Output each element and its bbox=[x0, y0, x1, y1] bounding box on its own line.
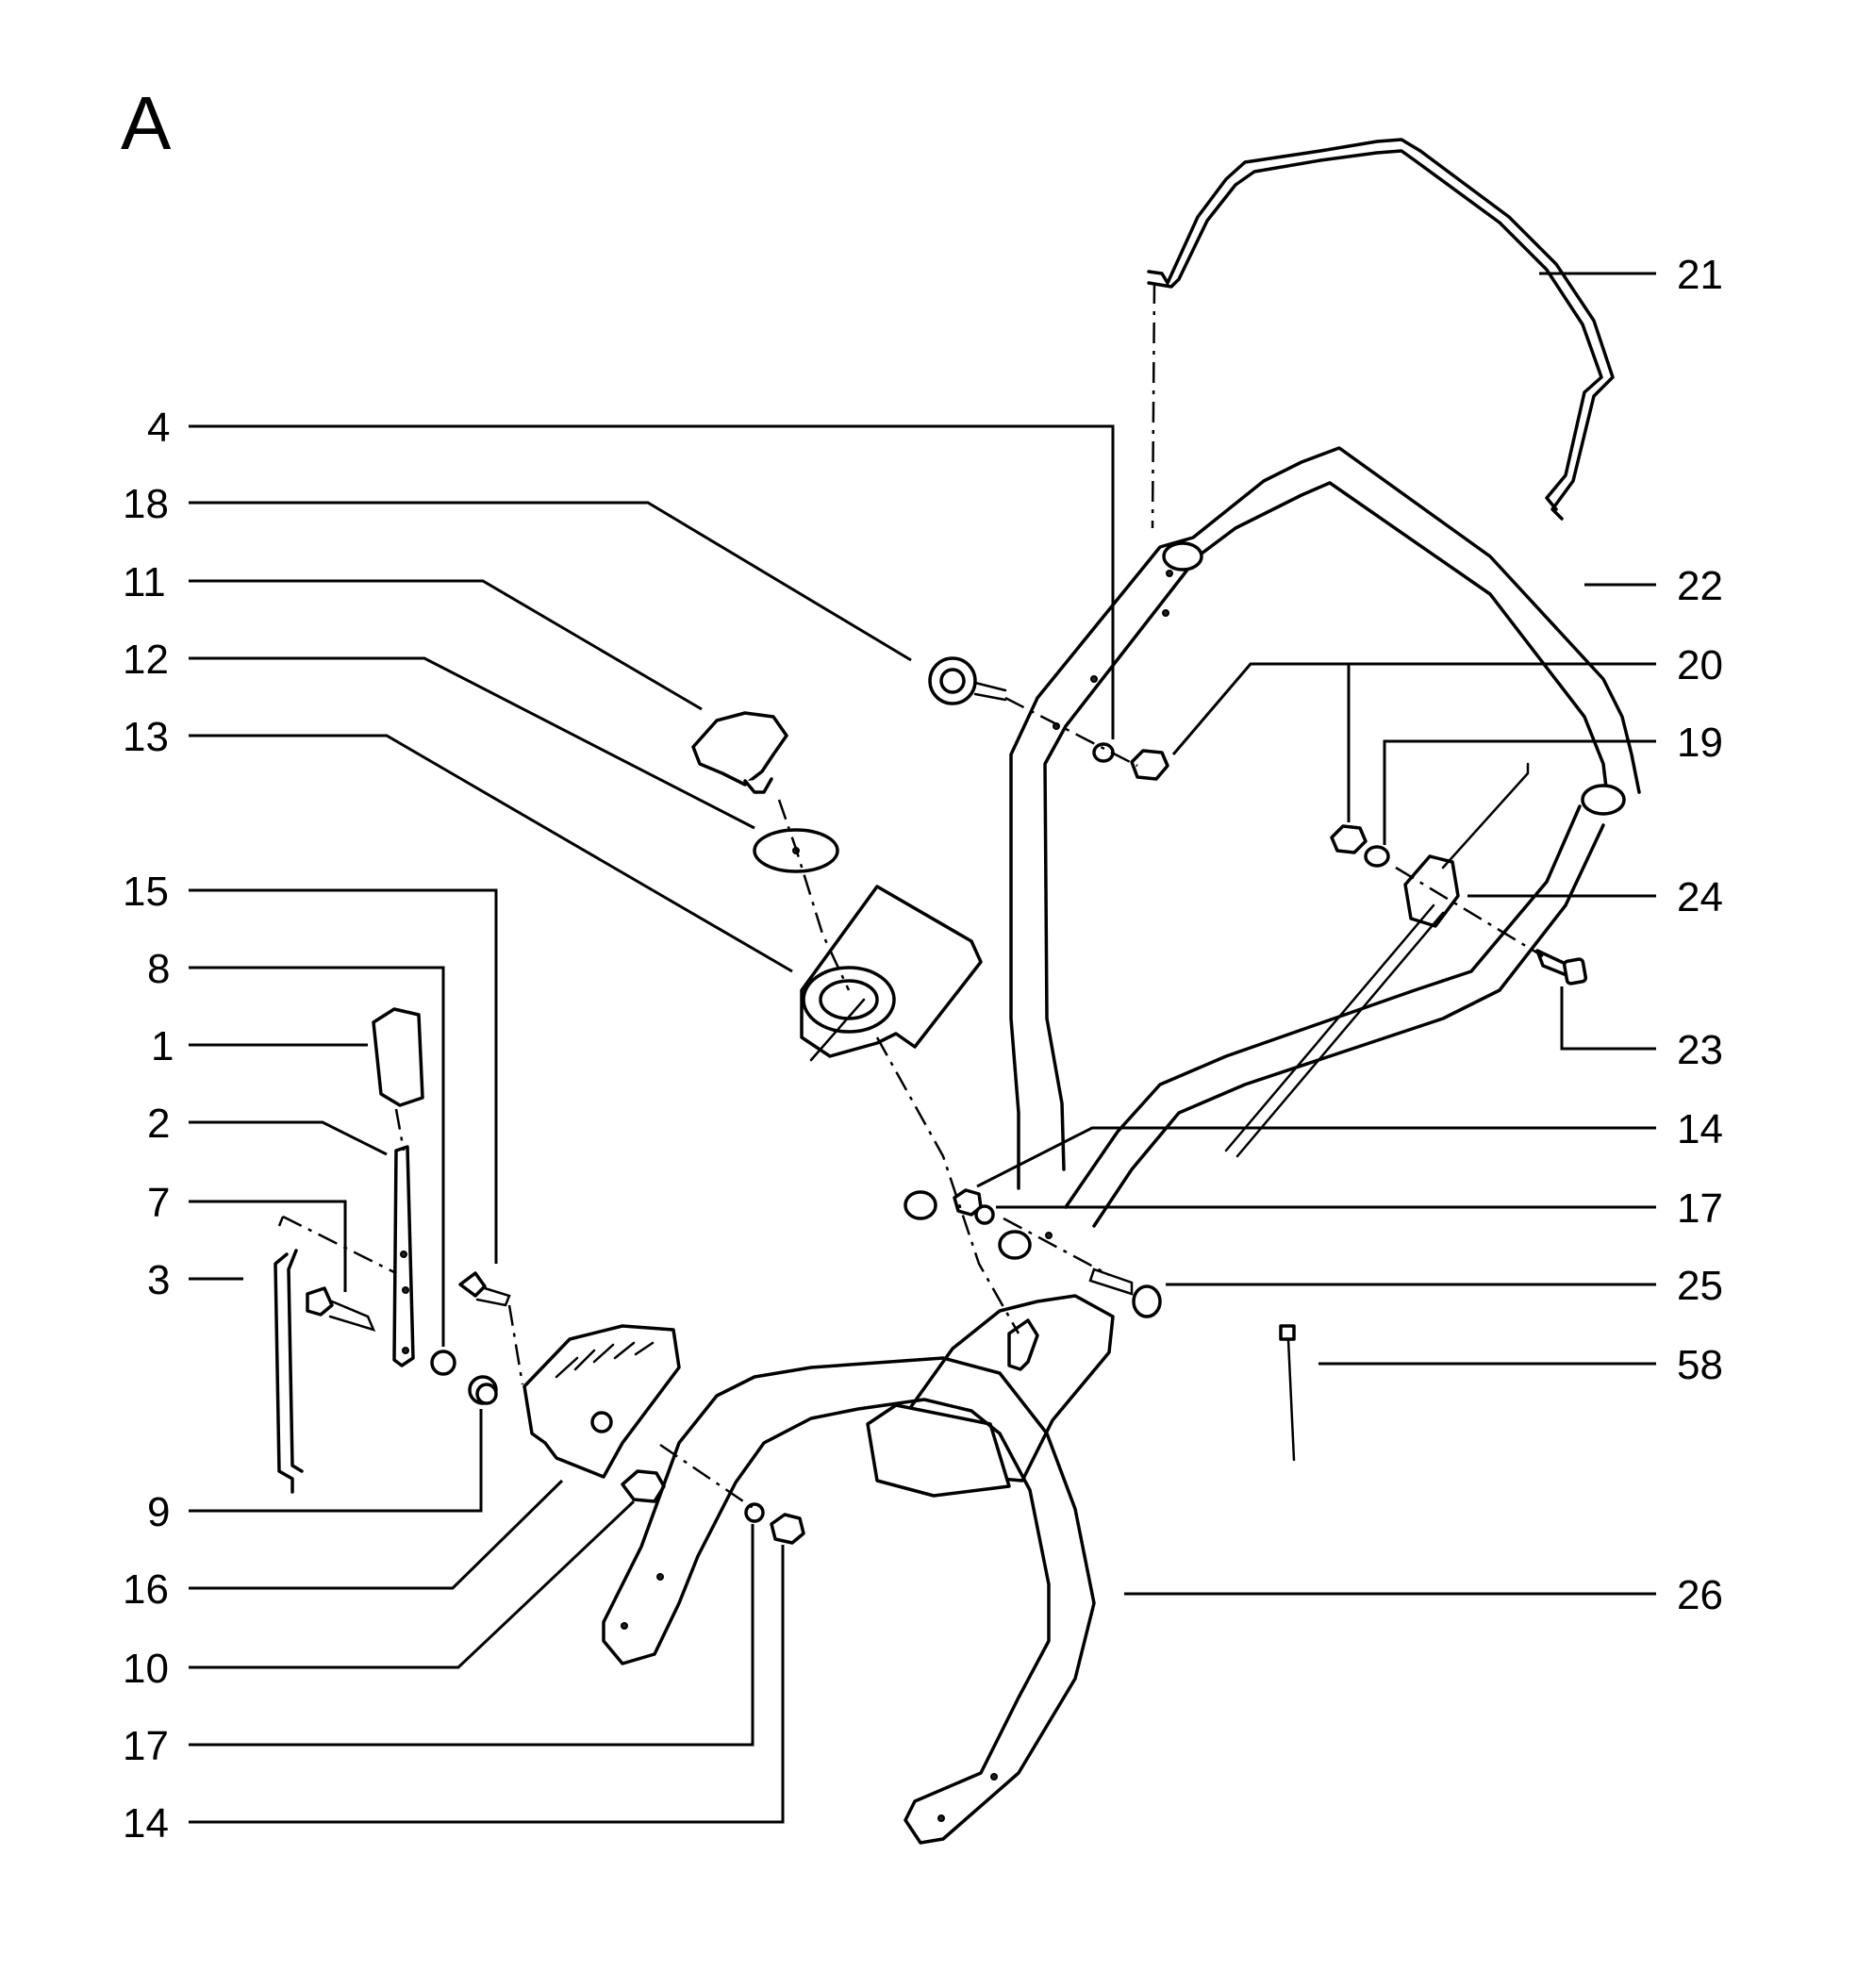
part-3-rod bbox=[274, 1249, 304, 1494]
callout-leaders bbox=[189, 272, 1656, 1824]
callout-25: 25 bbox=[1677, 1263, 1723, 1309]
callout-11: 11 bbox=[123, 559, 166, 605]
callout-19: 19 bbox=[1677, 720, 1723, 766]
part-16-adjuster-segment bbox=[522, 1324, 681, 1479]
callout-1: 1 bbox=[151, 1023, 174, 1069]
part-17-washer-upper bbox=[974, 1204, 995, 1225]
part-58-cable-tie bbox=[1279, 1324, 1296, 1462]
callout-18: 18 bbox=[123, 481, 169, 527]
callout-21: 21 bbox=[1677, 252, 1723, 298]
callout-7: 7 bbox=[147, 1180, 170, 1226]
part-4-washer bbox=[1092, 742, 1115, 763]
part-22-upper-handle bbox=[904, 446, 1641, 1260]
callout-26: 26 bbox=[1677, 1572, 1723, 1618]
callout-3: 3 bbox=[147, 1257, 170, 1303]
part-15-bolt bbox=[458, 1271, 511, 1307]
part-23-bolt bbox=[1535, 949, 1588, 986]
part-20-nut-upper bbox=[1130, 749, 1169, 781]
callout-20: 20 bbox=[1677, 642, 1723, 688]
callout-23: 23 bbox=[1677, 1027, 1723, 1073]
callout-13: 13 bbox=[123, 714, 169, 760]
part-24-cable-clip bbox=[1224, 762, 1530, 1158]
callout-14-lower: 14 bbox=[123, 1800, 169, 1847]
callout-22: 22 bbox=[1677, 563, 1723, 609]
callout-17-upper: 17 bbox=[1677, 1185, 1723, 1232]
part-9-spacer bbox=[468, 1375, 498, 1405]
part-1-grip bbox=[372, 1007, 424, 1107]
callout-2: 2 bbox=[147, 1101, 170, 1147]
part-14-nut-lower bbox=[770, 1513, 805, 1545]
callout-58: 58 bbox=[1677, 1342, 1723, 1388]
callout-10: 10 bbox=[123, 1646, 169, 1692]
part-26-lower-handle bbox=[602, 1356, 1096, 1845]
part-25-bolt bbox=[1088, 1267, 1162, 1318]
callout-4: 4 bbox=[147, 405, 170, 451]
part-catcher-bracket bbox=[866, 1294, 1115, 1498]
callout-24: 24 bbox=[1677, 874, 1723, 920]
callout-9: 9 bbox=[147, 1489, 170, 1535]
section-letter: A bbox=[121, 81, 172, 165]
part-11-star-knob bbox=[691, 711, 788, 794]
part-17-washer-lower bbox=[744, 1502, 765, 1523]
part-20-nut-right bbox=[1330, 824, 1368, 854]
part-7-bolt bbox=[306, 1286, 376, 1332]
assembly-axes bbox=[277, 282, 1544, 1511]
part-2-lever bbox=[392, 1145, 415, 1367]
part-19-washer bbox=[1364, 845, 1390, 868]
callout-16: 16 bbox=[123, 1566, 169, 1613]
part-18-eye-bolt bbox=[928, 656, 1007, 705]
callout-15: 15 bbox=[123, 869, 169, 915]
part-13-cover-plate bbox=[800, 885, 983, 1062]
callout-labels: 21 4 18 11 22 20 12 13 19 15 24 8 1 23 2… bbox=[123, 252, 1723, 1847]
callout-8: 8 bbox=[147, 946, 170, 992]
callout-14-upper: 14 bbox=[1677, 1106, 1723, 1152]
part-8-washer bbox=[430, 1350, 456, 1376]
part-21-control-bail bbox=[1147, 138, 1615, 521]
callout-17-lower: 17 bbox=[123, 1723, 169, 1769]
callout-12: 12 bbox=[123, 637, 169, 683]
